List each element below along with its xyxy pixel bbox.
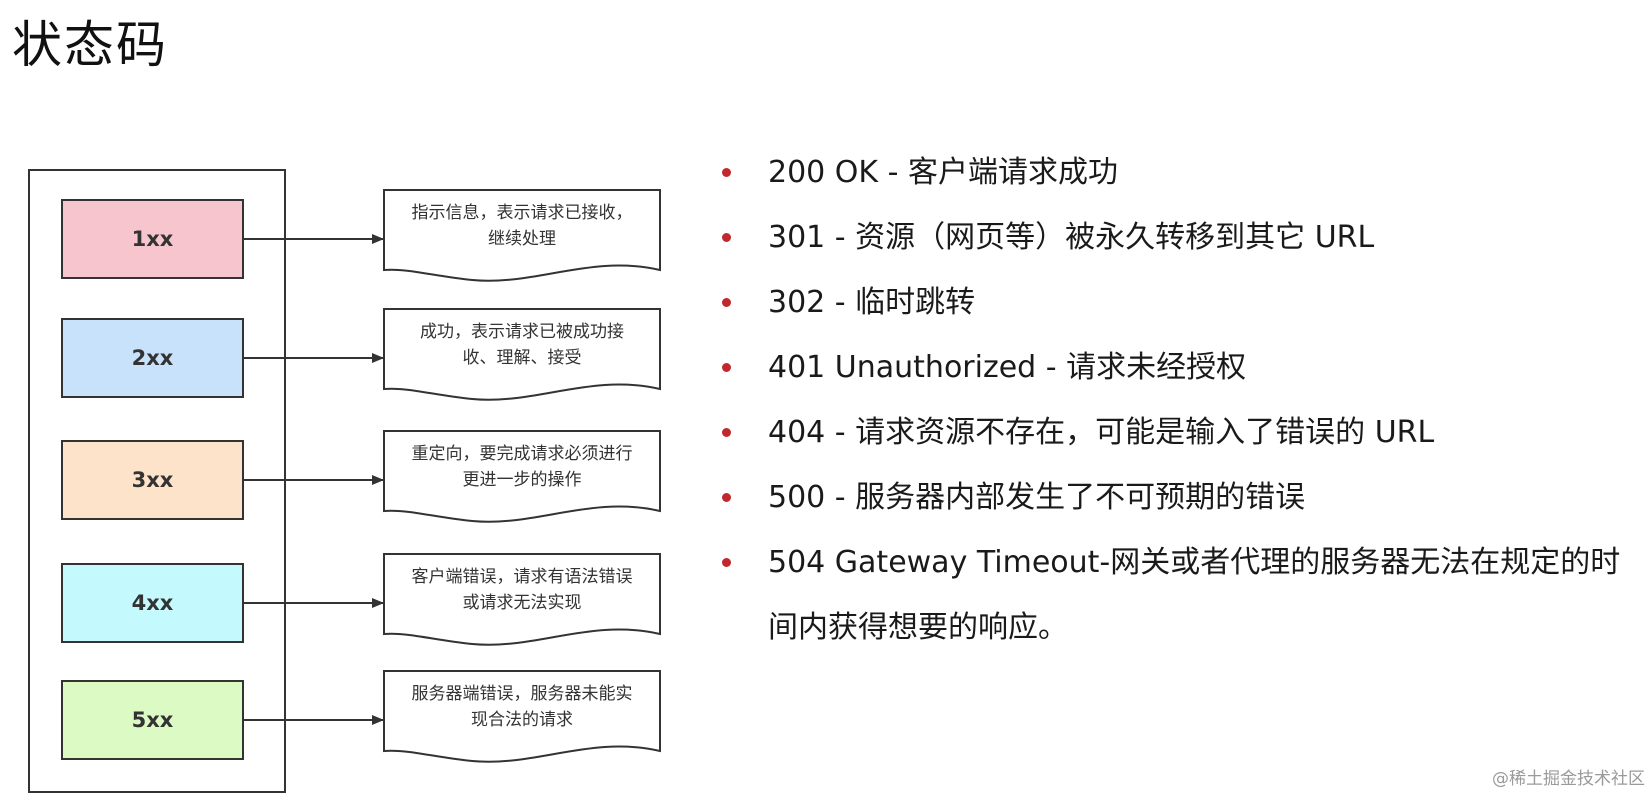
description-line: 继续处理 — [488, 229, 556, 249]
description-line: 收、理解、接受 — [462, 348, 582, 368]
description-1xx: 指示信息，表示请求已接收， 继续处理 — [384, 200, 660, 252]
bullet-icon — [722, 558, 731, 567]
status-code-item: 504 Gateway Timeout-网关或者代理的服务器无法在规定的时间内获… — [718, 530, 1638, 660]
bullet-icon — [722, 493, 731, 502]
code-box-3xx: 3xx — [61, 440, 244, 520]
description-line: 重定向，要完成请求必须进行 — [411, 444, 633, 464]
description-line: 客户端错误，请求有语法错误 — [411, 567, 633, 587]
status-code-text: 302 - 临时跳转 — [768, 285, 976, 320]
bullet-icon — [722, 298, 731, 307]
bullet-icon — [722, 363, 731, 372]
status-code-item: 500 - 服务器内部发生了不可预期的错误 — [718, 465, 1638, 530]
description-4xx: 客户端错误，请求有语法错误或请求无法实现 — [384, 564, 660, 616]
description-doc-3xx — [383, 430, 661, 523]
status-code-text: 504 Gateway Timeout-网关或者代理的服务器无法在规定的时间内获… — [768, 545, 1621, 645]
code-box-1xx: 1xx — [61, 199, 244, 279]
status-code-text: 401 Unauthorized - 请求未经授权 — [768, 350, 1247, 385]
description-doc-1xx — [383, 189, 661, 282]
status-code-diagram: 1xx 2xx 3xx 4xx 5xx 指示信息，表示请求已接收， 继续处理成功，表示请求… — [0, 0, 700, 805]
code-box-5xx: 5xx — [61, 680, 244, 760]
slide-title: 状态码 — [12, 16, 168, 74]
description-doc-4xx — [383, 553, 661, 646]
description-line: 或请求无法实现 — [462, 593, 582, 613]
description-line: 指示信息，表示请求已接收， — [411, 203, 633, 223]
status-code-text: 301 - 资源（网页等）被永久转移到其它 URL — [768, 220, 1375, 255]
description-line: 成功，表示请求已被成功接 — [420, 322, 624, 342]
status-code-list: 200 OK - 客户端请求成功 301 - 资源（网页等）被永久转移到其它 UR… — [718, 140, 1638, 660]
code-box-4xx: 4xx — [61, 563, 244, 643]
status-code-item: 200 OK - 客户端请求成功 — [718, 140, 1638, 205]
bullet-icon — [722, 233, 731, 242]
status-code-item: 401 Unauthorized - 请求未经授权 — [718, 335, 1638, 400]
bullet-icon — [722, 168, 731, 177]
diagram-canvas — [28, 169, 661, 793]
description-line: 现合法的请求 — [471, 710, 573, 730]
description-line: 服务器端错误，服务器未能实 — [411, 684, 633, 704]
description-doc-2xx — [383, 308, 661, 401]
description-line: 更进一步的操作 — [462, 470, 582, 490]
status-code-text: 404 - 请求资源不存在，可能是输入了错误的 URL — [768, 415, 1435, 450]
description-doc-5xx — [383, 670, 661, 763]
watermark: @稀土掘金技术社区 — [1492, 769, 1645, 789]
status-code-item: 301 - 资源（网页等）被永久转移到其它 URL — [718, 205, 1638, 270]
code-box-2xx: 2xx — [61, 318, 244, 398]
status-code-text: 500 - 服务器内部发生了不可预期的错误 — [768, 480, 1306, 515]
description-3xx: 重定向，要完成请求必须进行更进一步的操作 — [384, 441, 660, 493]
bullet-icon — [722, 428, 731, 437]
status-code-text: 200 OK - 客户端请求成功 — [768, 155, 1118, 190]
description-5xx: 服务器端错误，服务器未能实现合法的请求 — [384, 681, 660, 733]
status-code-item: 404 - 请求资源不存在，可能是输入了错误的 URL — [718, 400, 1638, 465]
description-2xx: 成功，表示请求已被成功接收、理解、接受 — [384, 319, 660, 371]
status-code-item: 302 - 临时跳转 — [718, 270, 1638, 335]
